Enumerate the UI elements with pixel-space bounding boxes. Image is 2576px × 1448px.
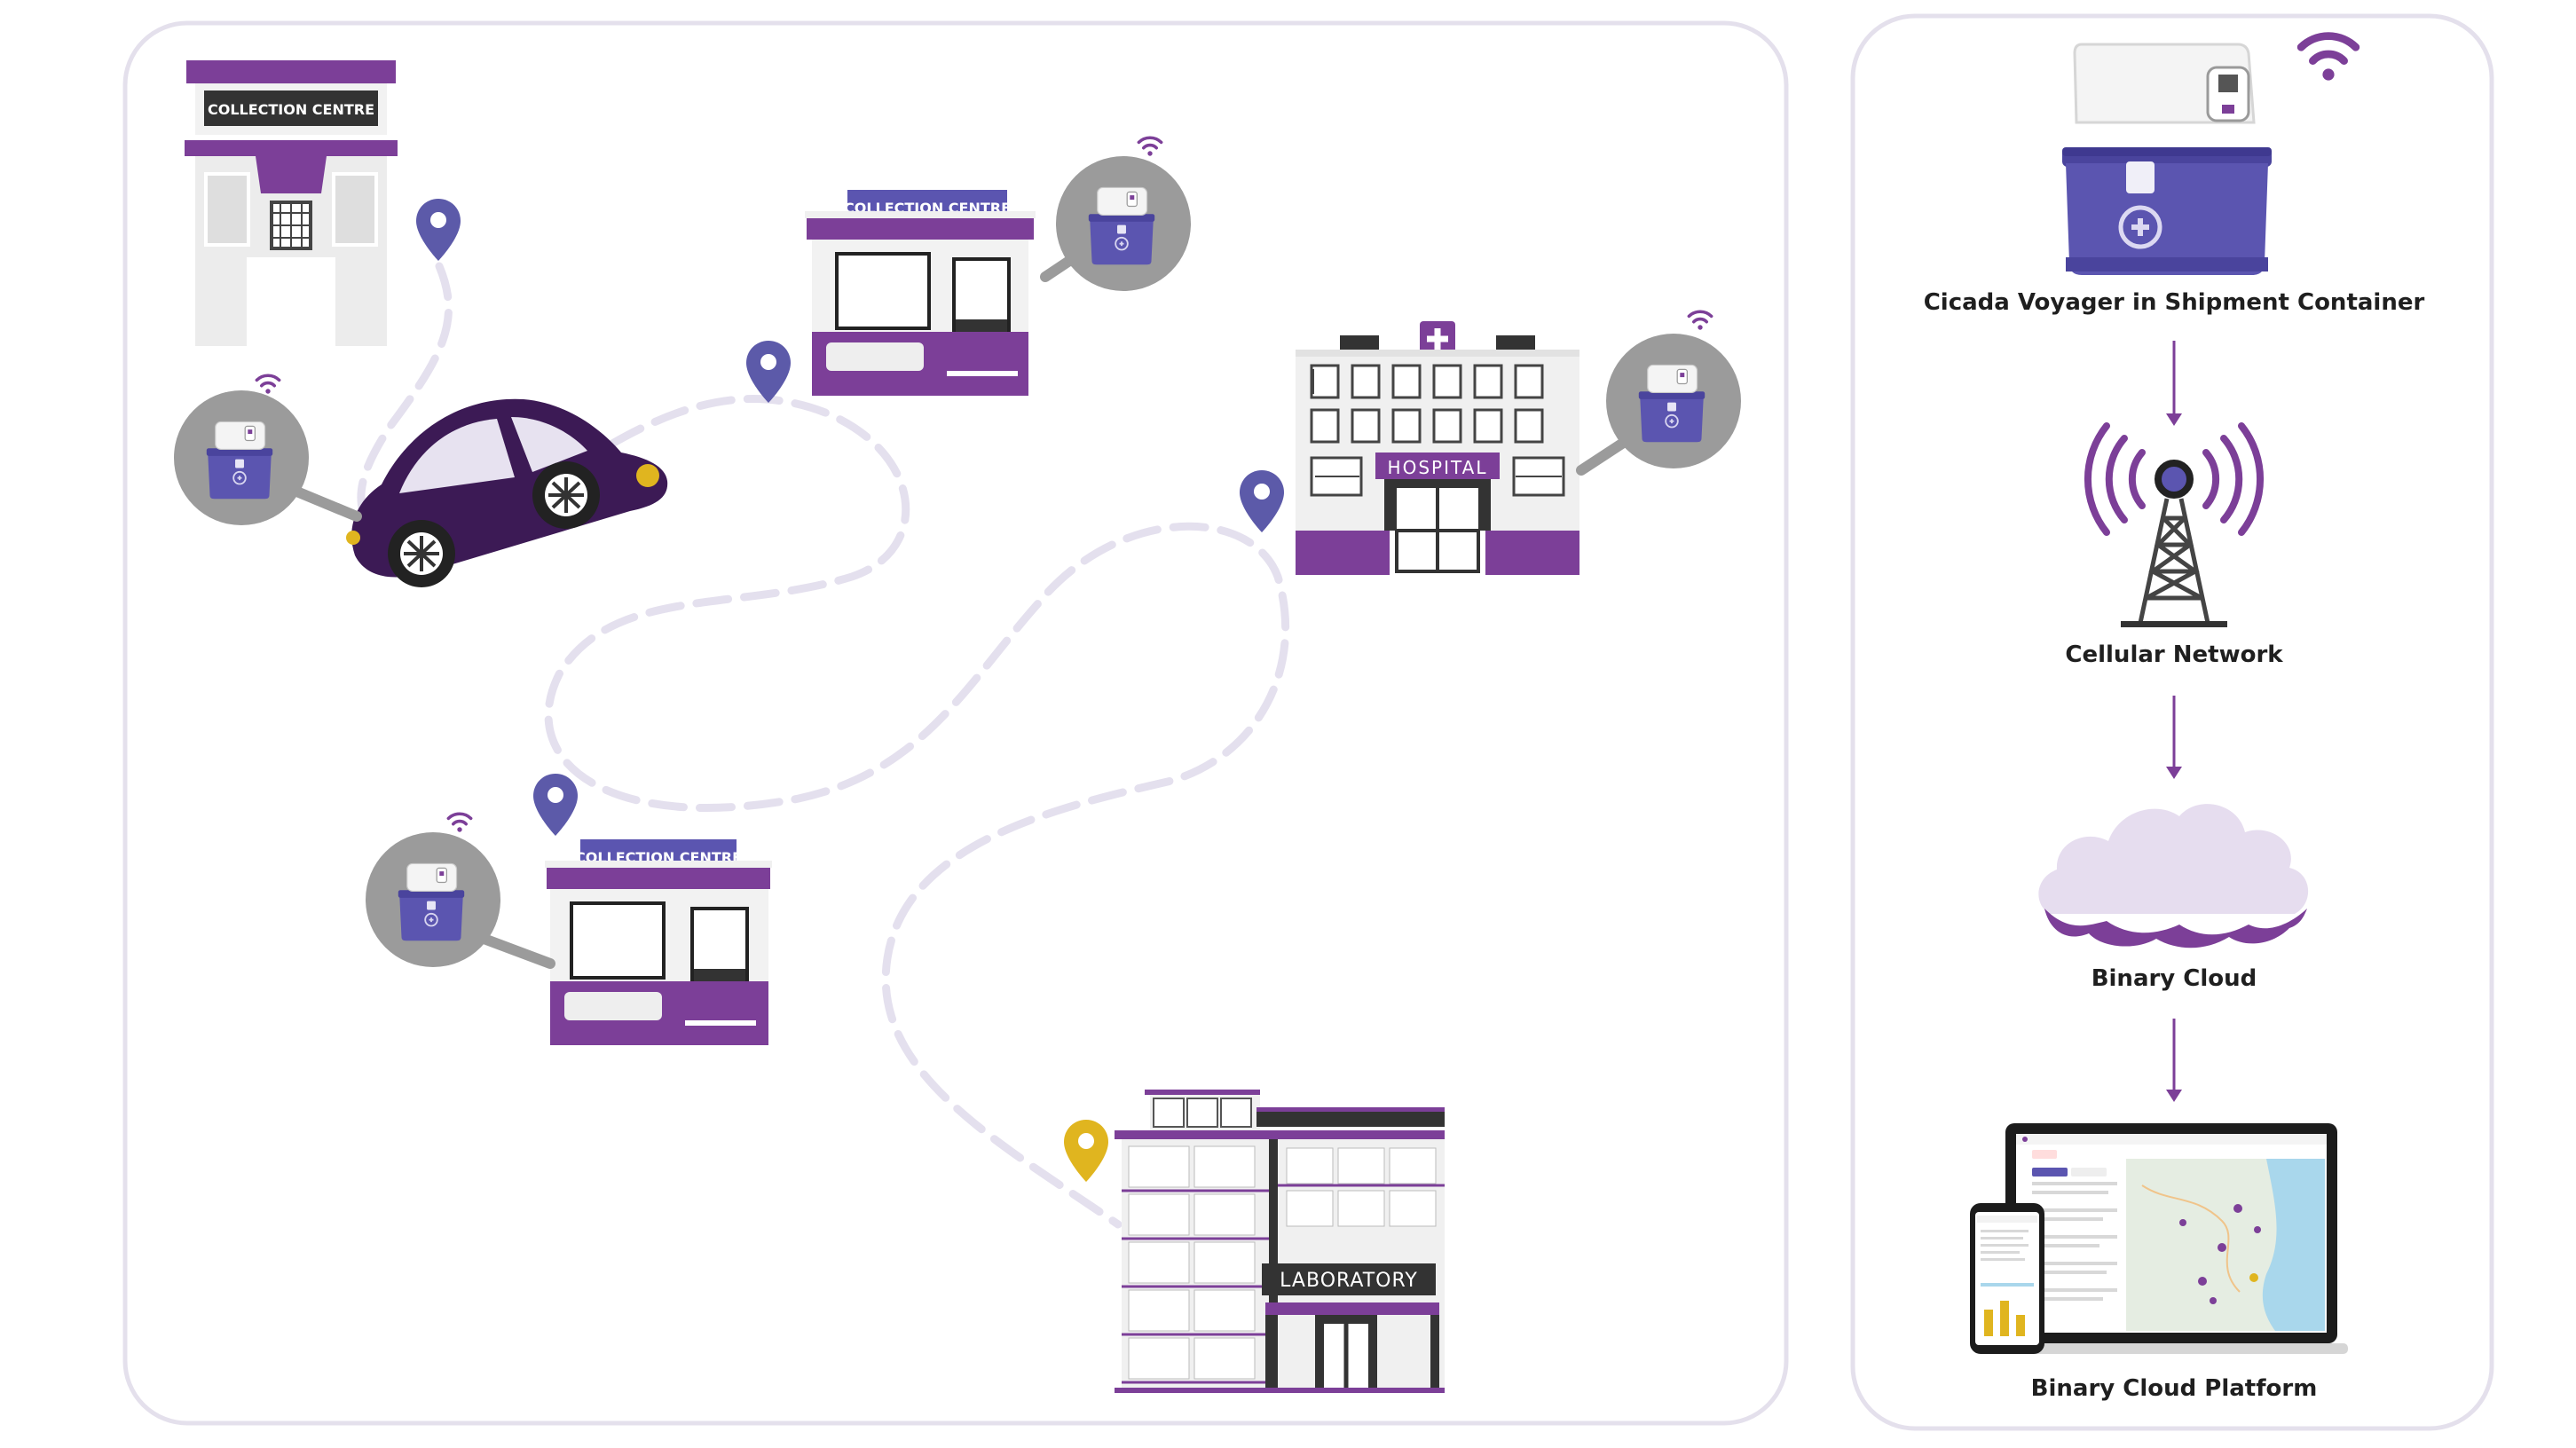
centre-3-container-bubble: [366, 832, 500, 967]
phone-icon: [1970, 1203, 2044, 1354]
flow-step-container-label: Cicada Voyager in Shipment Container: [1923, 289, 2425, 316]
collection-centre-3: COLLECTION CENTRE: [545, 839, 772, 1045]
collection-centre-1-label: COLLECTION CENTRE: [208, 101, 374, 118]
cell-tower-icon: [2084, 422, 2265, 627]
collection-centre-1: COLLECTION CENTRE: [185, 60, 398, 346]
flow-arrows: [2166, 341, 2182, 1102]
shipment-container-icon: [2062, 43, 2272, 275]
centre-2-container-bubble: [1056, 156, 1191, 291]
hospital-label: HOSPITAL: [1388, 457, 1488, 478]
hospital: HOSPITAL: [1296, 321, 1579, 575]
flow-step-cloud-label: Binary Cloud: [2091, 965, 2257, 992]
car: [346, 398, 668, 587]
laboratory-label: LABORATORY: [1280, 1270, 1418, 1292]
flow-step-platform-label: Binary Cloud Platform: [2030, 1375, 2318, 1402]
collection-centre-2: COLLECTION CENTRE: [805, 190, 1036, 396]
car-container-bubble: [174, 390, 309, 525]
flow-step-network-label: Cellular Network: [2065, 641, 2283, 668]
route-path: [357, 262, 1289, 1229]
flow-panel: [1850, 13, 2494, 1431]
laptop-icon: [1991, 1123, 2348, 1354]
cloud-icon: [2038, 804, 2309, 948]
hospital-container-bubble: [1606, 334, 1741, 468]
laboratory: LABORATORY: [1115, 1090, 1445, 1393]
